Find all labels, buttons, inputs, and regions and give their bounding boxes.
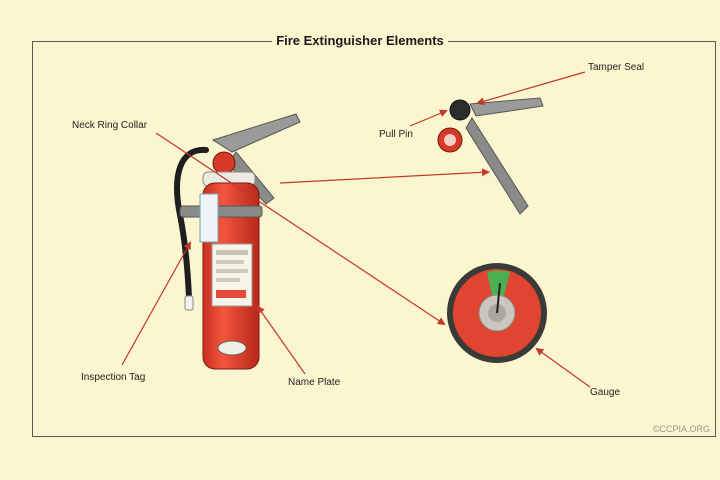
detail-lever-handle: [466, 118, 528, 214]
mounting-bracket: [180, 206, 262, 217]
extinguisher-main: [177, 114, 300, 369]
extinguisher-valve-detail: [438, 98, 543, 214]
label-gauge: Gauge: [590, 387, 620, 398]
label-name-plate: Name Plate: [288, 377, 340, 388]
arrow-detail-link: [280, 172, 488, 183]
valve-head: [213, 152, 235, 174]
arrow-pull-pin: [410, 111, 446, 126]
arrow-inspection-tag: [122, 243, 190, 365]
credit-text: ©CCPIA.ORG: [653, 424, 710, 434]
arrow-gauge: [537, 349, 590, 387]
pressure-gauge-detail: [447, 263, 547, 363]
name-plate-line: [216, 250, 248, 255]
label-inspection-tag: Inspection Tag: [81, 372, 145, 383]
label-tamper-seal: Tamper Seal: [588, 62, 644, 73]
label-neck-ring-collar: Neck Ring Collar: [72, 120, 147, 131]
carry-handle: [213, 114, 300, 152]
detail-carry-handle: [470, 98, 543, 116]
detail-mini-gauge-face: [444, 134, 456, 146]
name-plate-line: [216, 278, 240, 282]
label-pull-pin: Pull Pin: [379, 129, 413, 140]
detail-valve-top: [450, 100, 470, 120]
inspection-tag-graphic: [200, 194, 218, 242]
hose-nozzle: [185, 296, 193, 310]
arrow-neck-ring-collar: [156, 133, 444, 324]
name-plate-line: [216, 269, 248, 273]
arrow-name-plate: [258, 307, 305, 374]
name-plate-line: [216, 260, 244, 264]
logo-badge: [218, 341, 246, 355]
name-plate-band: [216, 290, 246, 298]
